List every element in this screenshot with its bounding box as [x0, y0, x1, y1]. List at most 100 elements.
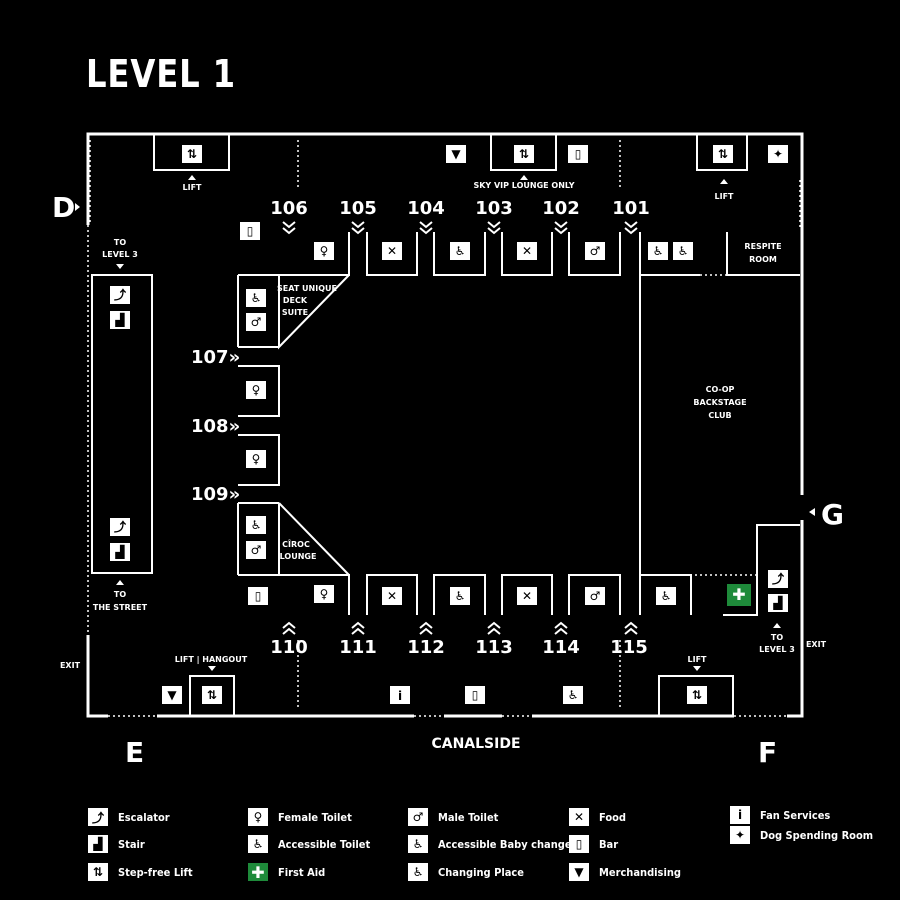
- bar-icon: ▯: [568, 145, 588, 163]
- exit-label: EXIT: [60, 661, 81, 670]
- legend-item: ✚First Aid: [248, 863, 325, 882]
- bottom-kiosks: [238, 524, 800, 616]
- svg-text:♿: ♿: [661, 589, 672, 603]
- male-toilet-icon: ♂: [585, 242, 605, 260]
- dog-spending-room-icon: ✦: [730, 826, 750, 844]
- block-111: 111: [339, 637, 377, 658]
- svg-text:✕: ✕: [387, 244, 397, 258]
- block-115: 115: [610, 637, 648, 658]
- legend-label: Merchandising: [599, 865, 681, 879]
- svg-text:♂: ♂: [590, 244, 601, 258]
- accessible-baby-change-icon: ♿: [408, 835, 428, 853]
- block-101: 101: [612, 198, 650, 219]
- left-corridor: [91, 274, 153, 574]
- block-107: 107»: [191, 347, 240, 368]
- left-kiosks: [238, 346, 280, 504]
- merchandising-icon: ▼: [446, 145, 466, 163]
- dog-spending-room-icon: ✦: [768, 145, 788, 163]
- legend-label: Accessible Toilet: [278, 837, 371, 851]
- lift-hangout-box: [189, 675, 235, 717]
- svg-text:♀: ♀: [320, 587, 329, 601]
- lift-hangout-label: LIFT | HANGOUT: [175, 655, 248, 664]
- map-icons: ⇅ ▼ ⇅ ▯ ⇅ ✦ ▯ ♀ ✕ ♿ ✕ ♂ ♿ ♿ ♿ ♂ ♀ ♀ ♿ ♂ …: [110, 145, 788, 704]
- sky-vip-lift: [490, 134, 557, 171]
- svg-text:▯: ▯: [247, 224, 254, 238]
- legend-item: ♀Female Toilet: [248, 808, 352, 826]
- legend-label: Dog Spending Room: [760, 828, 874, 842]
- escalator-icon: ⤴: [88, 808, 108, 826]
- female-toilet-icon: ♀: [314, 585, 334, 603]
- lift-top-right: [696, 134, 748, 171]
- svg-text:✕: ✕: [522, 589, 532, 603]
- legend-label: Female Toilet: [278, 810, 352, 824]
- legend-label: Bar: [599, 837, 619, 851]
- entrance-f: F: [758, 736, 777, 769]
- svg-text:⤴: ⤴: [772, 571, 785, 586]
- block-chevrons: [282, 221, 638, 635]
- block-105: 105: [339, 198, 377, 219]
- escalator-icon: ⤴: [110, 286, 130, 304]
- step-free-lift-icon: ⇅: [182, 145, 202, 163]
- escalator-icon: ⤴: [768, 570, 788, 588]
- first-aid-icon: ✚: [727, 584, 751, 606]
- changing-place-icon: ♿: [408, 863, 428, 881]
- food-icon: ✕: [517, 242, 537, 260]
- left-block-numbers: 107» 108» 109»: [191, 347, 240, 505]
- legend-item: ▼Merchandising: [569, 863, 681, 881]
- block-109: 109»: [191, 484, 240, 505]
- legend-item: ✕Food: [569, 808, 626, 826]
- block-114: 114: [542, 637, 580, 658]
- to-level3-label: TO: [114, 238, 126, 247]
- accessible-toilet-icon: ♿: [648, 242, 668, 260]
- svg-text:✚: ✚: [732, 585, 745, 604]
- block-106: 106: [270, 198, 308, 219]
- food-icon: ✕: [517, 587, 537, 605]
- female-toilet-icon: ♀: [314, 242, 334, 260]
- accessible-baby-change-icon: ♿: [673, 242, 693, 260]
- accessible-toilet-icon: ♿: [246, 289, 266, 307]
- entrance-g: G: [821, 498, 844, 531]
- legend: ⤴Escalator ▟Stair ⇅Step-free Lift ♀Femal…: [0, 800, 900, 900]
- fan-services-icon: i: [730, 806, 750, 824]
- legend-label: Escalator: [118, 810, 170, 824]
- accessible-toilet-icon: ♿: [450, 242, 470, 260]
- legend-item: ▟Stair: [88, 835, 145, 853]
- accessible-toilet-icon: ♿: [248, 835, 268, 853]
- svg-text:▯: ▯: [472, 688, 479, 702]
- svg-text:⇅: ⇅: [519, 147, 529, 161]
- svg-text:⇅: ⇅: [207, 688, 217, 702]
- svg-text:♀: ♀: [252, 452, 261, 466]
- to-level3-label: LEVEL 3: [759, 645, 795, 654]
- bar-icon: ▯: [465, 686, 485, 704]
- legend-label: Changing Place: [438, 865, 524, 879]
- svg-text:♿: ♿: [678, 244, 689, 258]
- seat-unique-label: SEAT UNIQUE: [277, 284, 337, 293]
- svg-text:⤴: ⤴: [114, 519, 127, 534]
- entrance-e: E: [125, 736, 144, 769]
- svg-text:▟: ▟: [772, 595, 783, 610]
- svg-text:▯: ▯: [255, 589, 262, 603]
- step-free-lift-icon: ⇅: [713, 145, 733, 163]
- legend-item: ♿Accessible Baby change: [408, 835, 572, 853]
- step-free-lift-icon: ⇅: [514, 145, 534, 163]
- entrance-d: D: [52, 191, 75, 224]
- block-113: 113: [475, 637, 513, 658]
- female-toilet-icon: ♀: [246, 450, 266, 468]
- legend-label: Fan Services: [760, 808, 831, 822]
- lift-bottom-right: [658, 675, 734, 716]
- svg-text:♿: ♿: [251, 291, 262, 305]
- outer-wall-top: [86, 132, 804, 495]
- accessible-toilet-icon: ♿: [246, 516, 266, 534]
- male-toilet-icon: ♂: [246, 313, 266, 331]
- food-icon: ✕: [382, 587, 402, 605]
- lift-top-left: [153, 134, 230, 171]
- block-112: 112: [407, 637, 445, 658]
- bottom-block-numbers: 110 111 112 113 114 115: [270, 637, 648, 658]
- legend-label: Male Toilet: [438, 810, 499, 824]
- pointer-arrows: [75, 175, 815, 671]
- svg-text:♀: ♀: [252, 383, 261, 397]
- svg-text:♿: ♿: [653, 244, 664, 258]
- svg-text:✕: ✕: [522, 244, 532, 258]
- food-icon: ✕: [569, 808, 589, 826]
